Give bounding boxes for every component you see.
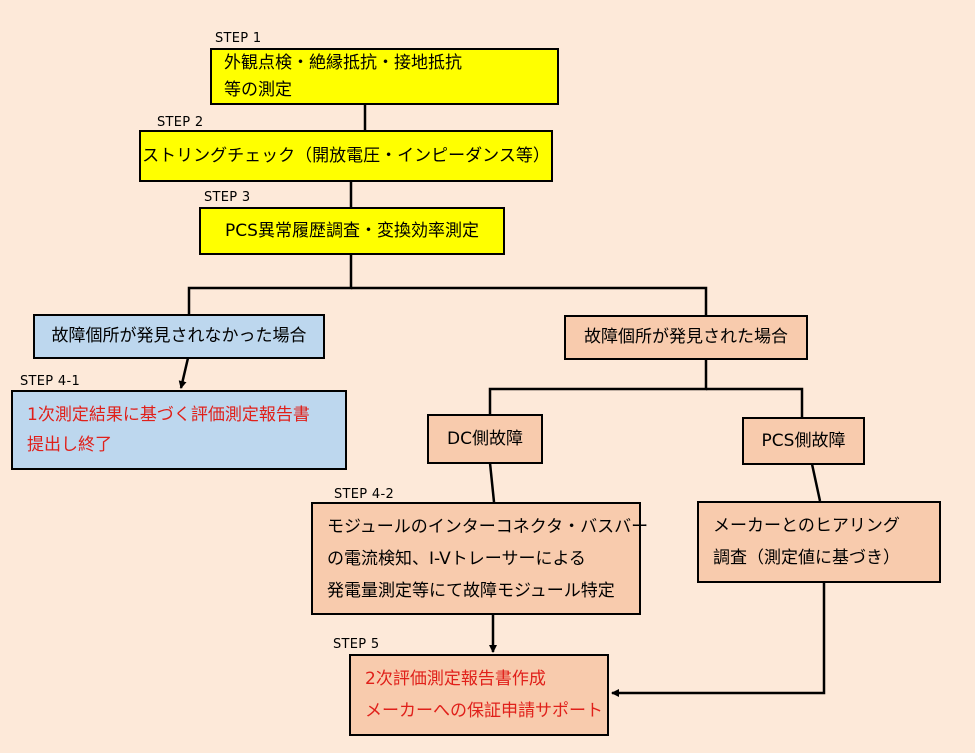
- pcs-fault-text: PCS側故障: [761, 430, 846, 451]
- step5-line-1: 2次評価測定報告書作成: [365, 669, 546, 689]
- arrow-notfound-step41: [178, 357, 190, 389]
- step42-label: STEP 4-2: [334, 487, 395, 502]
- step1-line-2: 等の測定: [224, 79, 292, 100]
- not-found-box: 故障個所が発見されなかった場合: [33, 314, 325, 359]
- pcs-fault-box: PCS側故障: [742, 417, 865, 465]
- connector-dc-step42: [488, 462, 496, 503]
- step41-box: 1次測定結果に基づく評価測定報告書 提出し終了: [11, 390, 347, 470]
- step42-box: モジュールのインターコネクタ・バスバー の電流検知、I-Vトレーサーによる 発電…: [311, 502, 649, 615]
- arrow-hearing-step5: [611, 582, 826, 697]
- pcs-hearing-line-1: メーカーとのヒアリング: [713, 516, 900, 536]
- step5-line-2: メーカーへの保証申請サポート: [365, 701, 603, 721]
- step41-line-2: 提出し終了: [27, 435, 112, 455]
- pcs-hearing-box: メーカーとのヒアリング 調査（測定値に基づき）: [697, 501, 941, 583]
- connector-found-pcs: [706, 387, 804, 418]
- connector-step3-split: [187, 254, 353, 314]
- step2-box: ストリングチェック（開放電圧・インピーダンス等）: [139, 130, 553, 182]
- connector-pcs-hearing: [810, 463, 822, 502]
- connector-found-split: [488, 359, 708, 415]
- step42-line-2: の電流検知、I-Vトレーサーによる: [327, 548, 586, 569]
- step3-label: STEP 3: [204, 190, 251, 205]
- dc-fault-text: DC側故障: [447, 428, 523, 449]
- connector-split-found: [351, 286, 708, 316]
- step1-line-1: 外観点検・絶縁抵抗・接地抵抗: [224, 52, 462, 73]
- step42-line-1: モジュールのインターコネクタ・バスバー: [327, 516, 649, 537]
- step2-label: STEP 2: [157, 115, 204, 130]
- step42-line-3: 発電量測定等にて故障モジュール特定: [327, 580, 615, 601]
- not-found-text: 故障個所が発見されなかった場合: [51, 326, 307, 346]
- pcs-hearing-line-2: 調査（測定値に基づき）: [713, 548, 900, 568]
- step5-box: 2次評価測定報告書作成 メーカーへの保証申請サポート: [349, 654, 609, 736]
- step2-text: ストリングチェック（開放電圧・インピーダンス等）: [142, 145, 550, 166]
- step5-label: STEP 5: [333, 637, 380, 652]
- found-box: 故障個所が発見された場合: [564, 315, 808, 360]
- step3-text: PCS異常履歴調査・変換効率測定: [225, 220, 479, 241]
- dc-fault-box: DC側故障: [427, 414, 543, 464]
- step1-label: STEP 1: [215, 31, 262, 46]
- step1-box: 外観点検・絶縁抵抗・接地抵抗 等の測定: [210, 48, 559, 105]
- step41-line-1: 1次測定結果に基づく評価測定報告書: [27, 405, 310, 425]
- found-text: 故障個所が発見された場合: [584, 327, 788, 347]
- step41-label: STEP 4-1: [20, 374, 81, 389]
- step3-box: PCS異常履歴調査・変換効率測定: [199, 207, 505, 255]
